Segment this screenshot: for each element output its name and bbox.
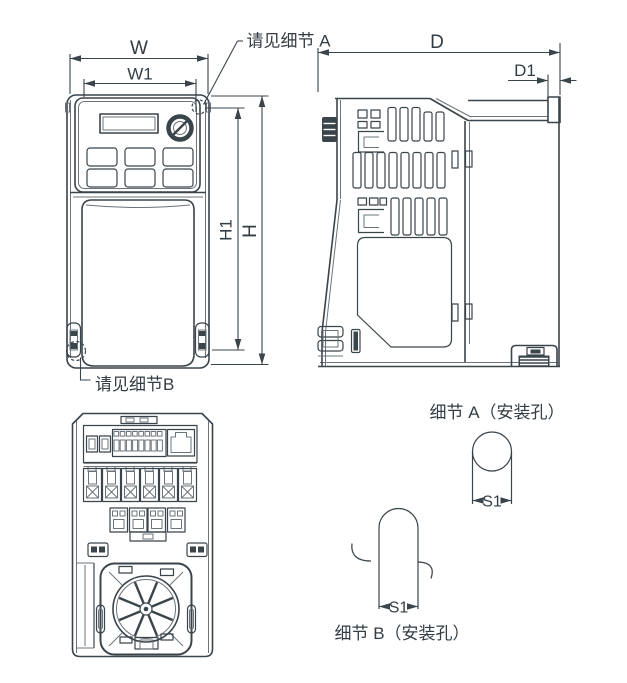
potentiometer-knob [166,114,194,142]
detail-b-slot-arc [378,507,419,529]
side-clip-tab [451,150,459,169]
dim-label-h: H [240,224,261,238]
callout-see-detail-a: 请见细节 A [247,32,332,51]
mounting-flange [468,96,561,124]
side-view [317,96,561,368]
side-cover-panel [356,236,453,348]
side-clip-tab [464,150,473,168]
front-view-dimensions: W W1 H H1 请见细节 A 请见细节B [69,32,332,394]
keypad-buttons [86,147,194,188]
bottom-view [71,412,214,658]
rj45-port [166,428,196,457]
keypad-panel [74,97,201,193]
callout-see-detail-b: 请见细节B [95,375,174,394]
vent-slots [352,106,448,236]
mounting-slot-left [66,322,82,358]
knob-side-profile [322,117,337,142]
din-rail-clip [510,344,558,367]
side-clip-tab [451,303,459,322]
detail-b: S1 细节 B（安装孔） [334,507,470,643]
detail-a: 细节 A（安装孔） S1 [429,403,564,511]
dim-label-d1: D1 [514,61,536,80]
dim-label-w1: W1 [127,65,153,84]
motor-terminals [109,507,186,542]
side-bottom-bracket [317,325,361,357]
lcd-display [99,113,159,134]
dim-label-d: D [430,32,444,53]
detail-a-title: 细节 A（安装孔） [429,403,564,422]
detail-b-title: 细节 B（安装孔） [334,624,469,643]
bottom-clip-left [87,542,109,558]
dim-label-s1-b: S1 [389,600,409,617]
side-clip-tab [464,303,473,320]
front-view [65,94,211,369]
power-terminals [82,466,198,503]
front-lower-cover [81,199,195,367]
detail-a-hole [471,431,513,472]
control-terminal-area [82,424,198,467]
mounting-slot-right [194,322,210,358]
bottom-clip-right [186,542,208,558]
mounting-hole-b-marker [65,340,87,362]
cooling-fan [95,562,197,656]
dim-label-s1-a: S1 [482,494,502,511]
side-view-dimensions: D D1 [317,32,577,97]
dim-label-h1: H1 [217,219,236,241]
mounting-hole-a-marker [191,99,207,115]
dim-label-w: W [130,38,148,59]
